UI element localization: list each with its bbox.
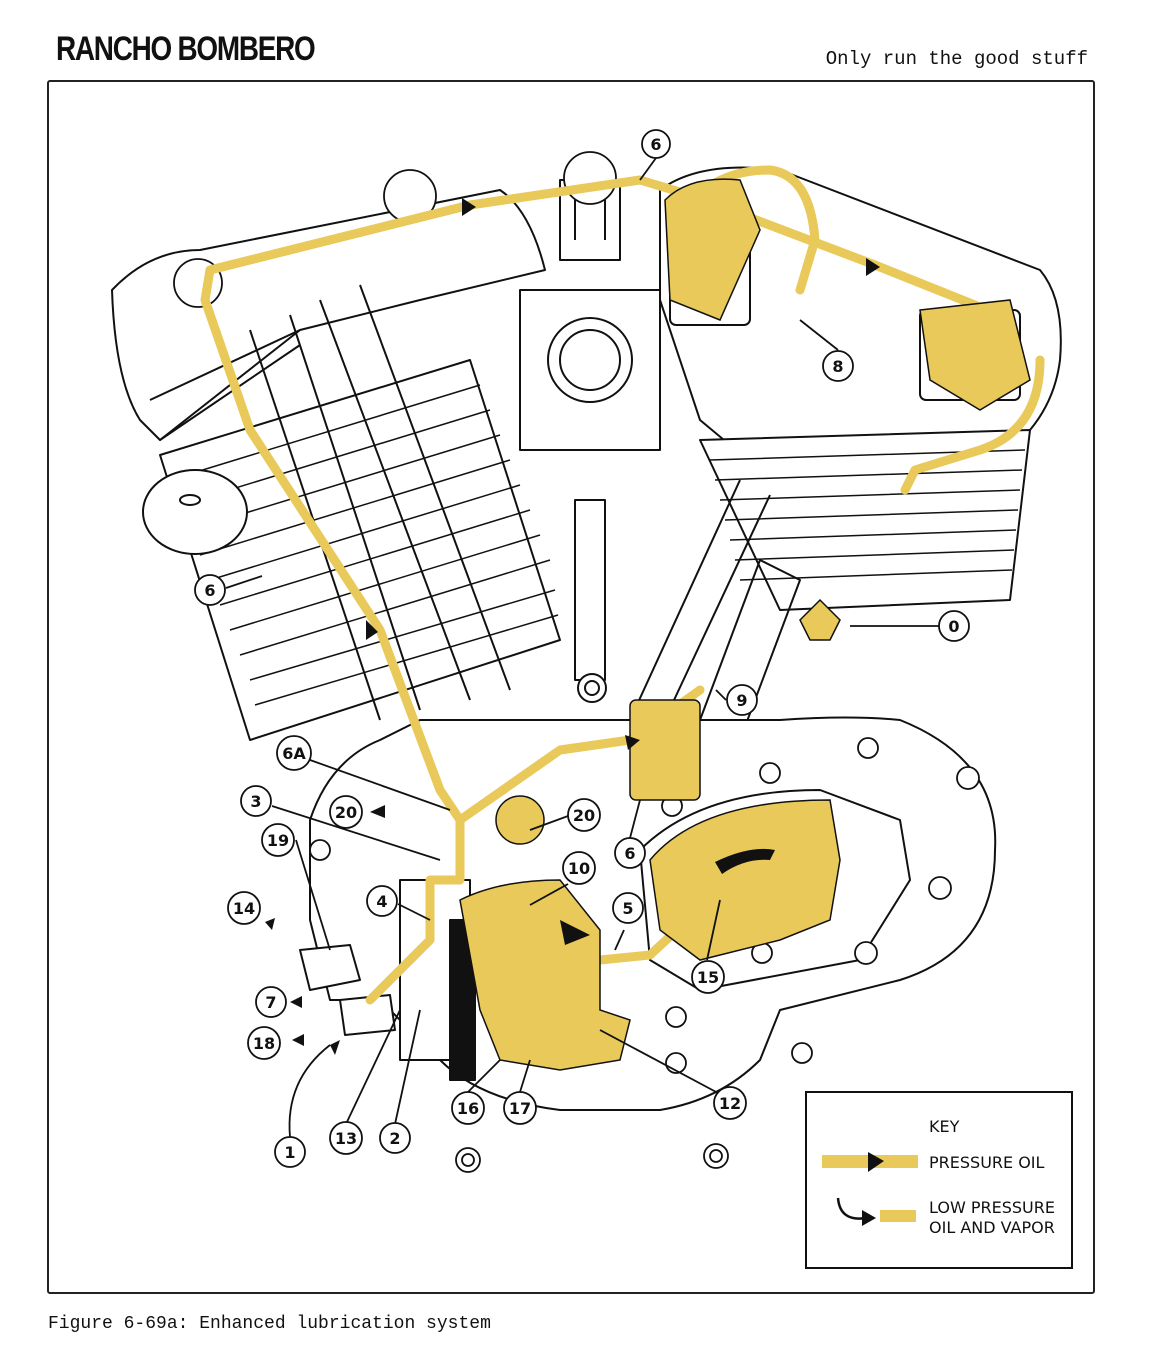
svg-text:20: 20 xyxy=(573,806,595,825)
callout-20-left: 20 xyxy=(329,795,363,829)
svg-text:3: 3 xyxy=(250,792,261,811)
low-pressure-areas xyxy=(459,178,1031,1071)
callout-arrows xyxy=(265,805,385,1055)
legend-title: KEY xyxy=(929,1117,960,1136)
callout-15: 15 xyxy=(691,960,725,994)
legend-low-label-1: LOW PRESSURE xyxy=(929,1198,1055,1217)
svg-text:10: 10 xyxy=(568,859,590,878)
callout-8: 8 xyxy=(822,350,854,382)
svg-text:6A: 6A xyxy=(282,744,306,763)
callout-0: 0 xyxy=(938,610,970,642)
gearcase-oil xyxy=(459,879,631,1071)
callout-4: 4 xyxy=(366,885,398,917)
callout-16: 16 xyxy=(451,1091,485,1125)
callout-5: 5 xyxy=(612,892,644,924)
callout-14: 14 xyxy=(227,891,261,925)
flow-arrows xyxy=(366,198,880,945)
legend-low-arrow xyxy=(836,1197,867,1220)
callout-6-left: 6 xyxy=(194,574,226,606)
callouts: 6 6 0 8 9 6A 3 20 20 19 6 10 4 14 5 15 7… xyxy=(194,129,970,1168)
brand-logo: RANCHO BOMBERO xyxy=(56,30,316,68)
front-cylinder-head xyxy=(111,189,546,441)
tagline: Only run the good stuff xyxy=(825,48,1088,70)
oil-line-rear-drain xyxy=(900,355,1045,495)
rear-cylinder-fins xyxy=(699,429,1031,611)
svg-text:6: 6 xyxy=(624,844,635,863)
svg-text:15: 15 xyxy=(697,968,719,987)
tappet-block xyxy=(629,699,701,801)
callout-10: 10 xyxy=(562,851,596,885)
callout-13: 13 xyxy=(329,1121,363,1155)
svg-text:8: 8 xyxy=(832,357,843,376)
figure-caption: Figure 6-69a: Enhanced lubrication syste… xyxy=(48,1314,491,1334)
callout-3: 3 xyxy=(240,785,272,817)
oil-line-front-return xyxy=(200,265,465,825)
svg-text:5: 5 xyxy=(622,899,633,918)
svg-text:16: 16 xyxy=(457,1099,479,1118)
svg-text:13: 13 xyxy=(335,1129,357,1148)
callout-2: 2 xyxy=(379,1122,411,1154)
legend-low-label-2: OIL AND VAPOR xyxy=(929,1218,1055,1237)
legend-low-swatch xyxy=(880,1210,916,1222)
svg-text:7: 7 xyxy=(265,993,276,1012)
svg-text:1: 1 xyxy=(284,1143,295,1162)
svg-text:9: 9 xyxy=(736,691,747,710)
tappet-oil xyxy=(799,598,841,641)
svg-text:17: 17 xyxy=(509,1099,531,1118)
breather-chamber xyxy=(649,799,841,961)
callout-7: 7 xyxy=(255,986,287,1018)
callout-1: 1 xyxy=(274,1136,306,1168)
svg-text:19: 19 xyxy=(267,831,289,850)
legend-key: KEY PRESSURE OIL LOW PRESSURE OIL AND VA… xyxy=(805,1091,1073,1269)
oil-filler-blob xyxy=(495,795,545,845)
svg-text:2: 2 xyxy=(389,1129,400,1148)
svg-text:6: 6 xyxy=(650,135,661,154)
legend-pressure-label: PRESSURE OIL xyxy=(929,1153,1045,1172)
svg-text:18: 18 xyxy=(253,1034,275,1053)
leader-lines xyxy=(225,157,940,1138)
callout-17: 17 xyxy=(503,1091,537,1125)
callout-6-top: 6 xyxy=(641,129,671,159)
callout-20-right: 20 xyxy=(567,798,601,832)
rear-rocker-oil xyxy=(919,299,1031,411)
callout-12: 12 xyxy=(713,1086,747,1120)
svg-text:14: 14 xyxy=(233,899,255,918)
front-rocker-oil xyxy=(664,178,761,321)
callout-6-mid: 6 xyxy=(614,837,646,869)
svg-text:12: 12 xyxy=(719,1094,741,1113)
callout-18: 18 xyxy=(247,1026,281,1060)
svg-text:20: 20 xyxy=(335,803,357,822)
svg-text:0: 0 xyxy=(948,617,959,636)
legend-pressure-arrow xyxy=(868,1152,884,1172)
oil-line-pump-feed xyxy=(365,815,465,1005)
svg-text:4: 4 xyxy=(376,892,387,911)
svg-text:6: 6 xyxy=(204,581,215,600)
callout-6a: 6A xyxy=(276,735,312,771)
callout-19: 19 xyxy=(261,823,295,857)
callout-9: 9 xyxy=(726,684,758,716)
figure-frame xyxy=(47,80,1095,1294)
